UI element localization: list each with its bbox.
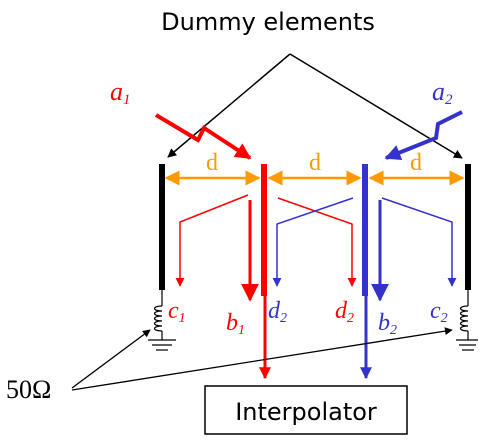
- spacing-label-2: d: [309, 150, 321, 176]
- interpolator-box: [204, 385, 408, 435]
- incident-wave-a2-arrow: [384, 110, 463, 161]
- output-label-d2-left: d2: [268, 298, 287, 326]
- termination-right: [456, 290, 478, 351]
- termination-left: [148, 290, 176, 351]
- dummy-elements-title: Dummy elements: [161, 8, 375, 36]
- output-label-b2: b2: [378, 310, 397, 338]
- antenna-element-1: [261, 164, 267, 296]
- output-label-b1: b1: [226, 310, 245, 338]
- output-label-d2-right: d2: [335, 298, 354, 326]
- interpolator-label: Interpolator: [235, 398, 377, 426]
- dummy-element-left: [159, 164, 165, 290]
- antenna-element-2: [362, 164, 368, 296]
- coupling-arrows-port1: [175, 194, 357, 380]
- incident-wave-a1-label: a1: [110, 77, 131, 108]
- title-pointer-arrows: [167, 53, 463, 159]
- spacing-label-3: d: [410, 150, 422, 176]
- dummy-element-right: [465, 164, 471, 290]
- output-label-c2: c2: [430, 298, 448, 326]
- spacing-label-1: d: [206, 150, 218, 176]
- incident-wave-a2-label: a2: [432, 77, 453, 108]
- termination-label: 50Ω: [6, 375, 51, 404]
- incident-wave-a1-arrow: [154, 113, 252, 160]
- termination-pointer-arrows: [71, 327, 453, 391]
- output-label-c1: c1: [168, 298, 186, 326]
- coupling-arrows-port2: [272, 197, 457, 380]
